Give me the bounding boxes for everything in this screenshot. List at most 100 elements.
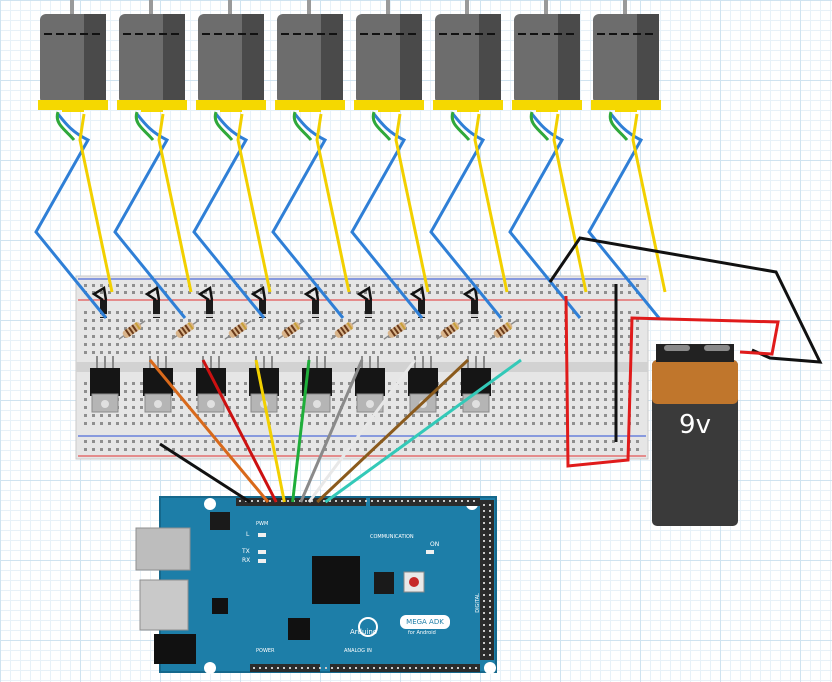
header-pin: [271, 667, 273, 669]
breadboard-hole: [524, 414, 527, 417]
breadboard-hole: [484, 291, 487, 294]
breadboard-hole: [84, 390, 87, 393]
breadboard-hole: [228, 343, 231, 346]
breadboard-hole: [228, 284, 231, 287]
breadboard-hole: [404, 414, 407, 417]
header-pin: [403, 667, 405, 669]
breadboard-hole: [180, 343, 183, 346]
breadboard-hole: [380, 319, 383, 322]
breadboard-hole: [580, 311, 583, 314]
breadboard-hole: [476, 327, 479, 330]
breadboard-hole: [620, 406, 623, 409]
breadboard-hole: [596, 311, 599, 314]
breadboard-hole: [612, 382, 615, 385]
breadboard-hole: [580, 351, 583, 354]
breadboard-hole: [148, 351, 151, 354]
breadboard-hole: [484, 448, 487, 451]
breadboard-hole: [260, 284, 263, 287]
breadboard-hole: [524, 351, 527, 354]
breadboard-hole: [100, 291, 103, 294]
breadboard-hole: [388, 382, 391, 385]
breadboard-hole: [236, 335, 239, 338]
header-pin: [395, 500, 397, 502]
breadboard-hole: [316, 351, 319, 354]
battery-terminal-positive: [704, 345, 730, 351]
breadboard-hole: [532, 351, 535, 354]
breadboard-hole: [596, 351, 599, 354]
header-pin: [489, 594, 491, 596]
signal-wire: [316, 358, 470, 504]
breadboard-hole: [612, 291, 615, 294]
breadboard-hole: [532, 422, 535, 425]
breadboard-hole: [276, 327, 279, 330]
breadboard-hole: [196, 448, 199, 451]
breadboard-hole: [468, 422, 471, 425]
breadboard-hole: [204, 335, 207, 338]
breadboard-hole: [308, 327, 311, 330]
breadboard-hole: [604, 343, 607, 346]
transistor-pin: [263, 356, 265, 368]
resistor-band: [502, 324, 509, 333]
breadboard-hole: [580, 406, 583, 409]
breadboard-hole: [396, 311, 399, 314]
breadboard-hole: [516, 448, 519, 451]
transistor-body: [90, 368, 120, 396]
breadboard-hole: [532, 335, 535, 338]
breadboard-hole: [132, 335, 135, 338]
reset-button-cap[interactable]: [409, 577, 419, 587]
header-pin: [483, 540, 485, 542]
header-pin: [489, 534, 491, 536]
breadboard-hole: [524, 319, 527, 322]
breadboard-hole: [356, 327, 359, 330]
breadboard-hole: [172, 319, 175, 322]
breadboard-hole: [172, 343, 175, 346]
breadboard-hole: [372, 343, 375, 346]
breadboard-hole: [188, 414, 191, 417]
header-pin: [383, 500, 385, 502]
breadboard-hole: [204, 284, 207, 287]
breadboard-hole: [356, 448, 359, 451]
header-pin: [239, 500, 241, 502]
breadboard-hole: [580, 319, 583, 322]
transistor-pin: [96, 356, 98, 368]
breadboard-hole: [524, 327, 527, 330]
breadboard-hole: [436, 319, 439, 322]
breadboard-hole: [252, 343, 255, 346]
breadboard-hole: [132, 351, 135, 354]
header-pin: [341, 500, 343, 502]
breadboard-hole: [628, 343, 631, 346]
breadboard-hole: [412, 335, 415, 338]
breadboard-hole: [452, 291, 455, 294]
header-pin: [489, 516, 491, 518]
header-pin: [281, 500, 283, 502]
breadboard-hole: [532, 390, 535, 393]
breadboard-hole: [236, 291, 239, 294]
breadboard-hole: [268, 327, 271, 330]
breadboard-hole: [212, 343, 215, 346]
signal-wire: [299, 359, 364, 503]
breadboard-hole: [508, 440, 511, 443]
breadboard-hole: [372, 440, 375, 443]
breadboard-hole: [628, 319, 631, 322]
header-pin: [483, 558, 485, 560]
breadboard-hole: [452, 382, 455, 385]
motor-wire-yellow: [552, 113, 588, 293]
breadboard-hole: [452, 422, 455, 425]
breadboard-hole: [108, 291, 111, 294]
motor-endcap-tab: [457, 104, 479, 112]
breadboard-hole: [124, 440, 127, 443]
breadboard-hole: [636, 448, 639, 451]
breadboard-hole: [124, 284, 127, 287]
breadboard-hole: [148, 319, 151, 322]
breadboard-hole: [332, 440, 335, 443]
breadboard-hole: [124, 390, 127, 393]
resistor: [118, 320, 146, 340]
breadboard-hole: [612, 351, 615, 354]
breadboard-hole: [204, 291, 207, 294]
motor-lead-green: [608, 111, 629, 141]
breadboard-hole: [276, 440, 279, 443]
resistor-band: [181, 326, 188, 335]
breadboard-hole: [548, 398, 551, 401]
resistor-band: [283, 329, 291, 337]
breadboard-hole: [508, 291, 511, 294]
